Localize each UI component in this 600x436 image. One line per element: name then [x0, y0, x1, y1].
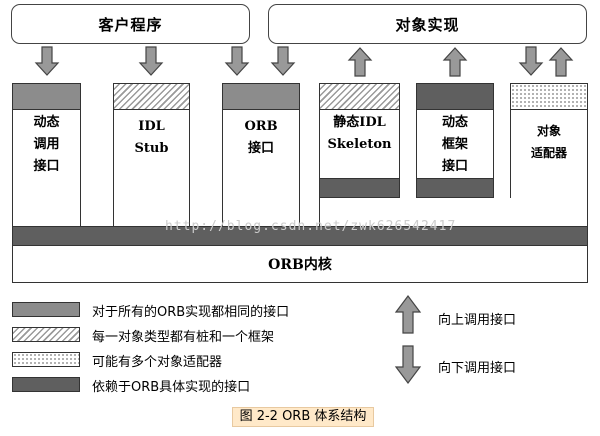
up-arrow-icon	[348, 47, 372, 77]
legend-text-impl-dependent: 依赖于ORB具体实现的接口	[92, 380, 251, 395]
column-static-idl-skeleton: 静态IDL Skeleton	[319, 83, 400, 198]
legend-down-arrow-icon	[394, 345, 422, 384]
legend-swatch-common-interface	[12, 302, 80, 317]
dsi-bottom-band	[417, 178, 493, 197]
legend-swatch-adapters	[12, 352, 80, 367]
skeleton-label: 静态IDL Skeleton	[327, 115, 392, 152]
stub-band	[114, 84, 189, 110]
dii-band	[13, 84, 80, 110]
dsi-label: 动态 框架 接口	[441, 115, 468, 174]
legend-text-downcall: 向下调用接口	[438, 361, 517, 376]
object-implementation-label: 对象实现	[395, 15, 460, 34]
orb-core-box: ORB内核	[12, 245, 588, 283]
skeleton-band	[320, 84, 399, 110]
down-arrow-icon	[35, 46, 59, 76]
down-arrow-icon	[139, 46, 163, 76]
legend-swatch-stub-skeleton	[12, 327, 80, 342]
down-arrow-icon	[225, 46, 249, 76]
legend-text-upcall: 向上调用接口	[438, 313, 517, 328]
adapter-label: 对象 适配器	[530, 124, 567, 160]
object-implementation-box: 对象实现	[268, 4, 587, 44]
legend-up-arrow-icon	[394, 295, 422, 334]
down-arrow-icon	[271, 46, 295, 76]
column-object-adapter: 对象 适配器	[510, 83, 588, 198]
orb-interface-label: ORB 接口	[244, 119, 278, 156]
client-program-label: 客户程序	[98, 15, 163, 34]
legend-text-stub-skeleton: 每一对象类型都有桩和一个框架	[92, 330, 275, 345]
column-idl-stub: IDL Stub	[113, 83, 190, 227]
up-arrow-icon	[549, 47, 573, 77]
object-side-platform	[319, 197, 588, 227]
legend-text-common-interface: 对于所有的ORB实现都相同的接口	[92, 305, 290, 320]
down-arrow-icon	[519, 46, 543, 76]
skeleton-bottom-band	[320, 178, 399, 197]
client-program-box: 客户程序	[11, 4, 250, 44]
column-dynamic-invocation-interface: 动态 调用 接口	[12, 83, 81, 227]
orb-core-label: ORB内核	[268, 257, 332, 273]
legend-swatch-impl-dependent	[12, 377, 80, 392]
stub-label: IDL Stub	[134, 119, 169, 156]
column-orb-interface: ORB 接口	[222, 83, 300, 227]
column-dynamic-skeleton-interface: 动态 框架 接口	[416, 83, 494, 198]
legend-text-adapters: 可能有多个对象适配器	[92, 355, 223, 370]
up-arrow-icon	[443, 47, 467, 77]
figure-caption: 图 2-2 ORB 体系结构	[232, 407, 374, 427]
adapter-band	[511, 84, 587, 110]
dii-label: 动态 调用 接口	[33, 115, 60, 174]
dsi-band	[417, 84, 493, 110]
orb-interface-band	[223, 84, 299, 110]
